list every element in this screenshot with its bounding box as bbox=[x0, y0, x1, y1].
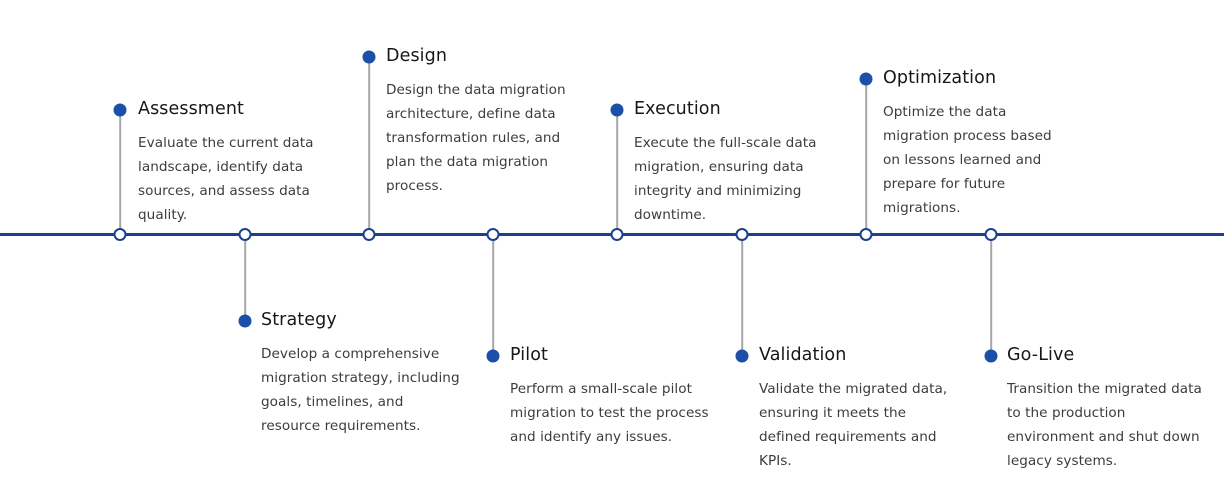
item-title-pilot: Pilot bbox=[510, 345, 548, 365]
stem-optimization bbox=[865, 79, 867, 234]
timeline-item-assessment: Assessment Evaluate the current data lan… bbox=[138, 99, 333, 227]
axis-marker-execution[interactable] bbox=[610, 228, 624, 241]
item-description-validation: Validate the migrated data, ensuring it … bbox=[759, 381, 948, 469]
item-dot-optimization[interactable] bbox=[859, 72, 873, 86]
item-title-assessment: Assessment bbox=[138, 99, 244, 119]
item-description-go-live: Transition the migrated data to the prod… bbox=[1007, 381, 1202, 469]
item-title-validation: Validation bbox=[759, 345, 847, 365]
item-description-execution: Execute the full-scale data migration, e… bbox=[634, 135, 817, 223]
stem-strategy bbox=[244, 236, 246, 321]
timeline-item-execution: Execution Execute the full-scale data mi… bbox=[634, 99, 834, 227]
stem-assessment bbox=[119, 110, 121, 234]
stem-design bbox=[368, 57, 370, 234]
item-description-pilot: Perform a small-scale pilot migration to… bbox=[510, 381, 709, 445]
item-dot-design[interactable] bbox=[362, 50, 376, 64]
timeline-item-optimization: Optimization Optimize the data migration… bbox=[883, 68, 1073, 220]
item-title-execution: Execution bbox=[634, 99, 721, 119]
stem-validation bbox=[741, 236, 743, 356]
stem-go-live bbox=[990, 236, 992, 356]
item-dot-assessment[interactable] bbox=[113, 103, 127, 117]
axis-marker-optimization[interactable] bbox=[859, 228, 873, 241]
item-description-optimization: Optimize the data migration process base… bbox=[883, 104, 1052, 216]
item-dot-strategy[interactable] bbox=[238, 314, 252, 328]
axis-marker-design[interactable] bbox=[362, 228, 376, 241]
item-description-assessment: Evaluate the current data landscape, ide… bbox=[138, 135, 314, 223]
item-title-optimization: Optimization bbox=[883, 68, 997, 88]
timeline-item-go-live: Go-Live Transition the migrated data to … bbox=[1007, 345, 1202, 473]
axis-marker-pilot[interactable] bbox=[486, 228, 500, 241]
item-dot-validation[interactable] bbox=[735, 349, 749, 363]
axis-marker-assessment[interactable] bbox=[113, 228, 127, 241]
timeline-item-pilot: Pilot Perform a small-scale pilot migrat… bbox=[510, 345, 710, 449]
item-description-strategy: Develop a comprehensive migration strate… bbox=[261, 346, 460, 434]
timeline-item-validation: Validation Validate the migrated data, e… bbox=[759, 345, 949, 473]
axis-marker-strategy[interactable] bbox=[238, 228, 252, 241]
item-description-design: Design the data migration architecture, … bbox=[386, 82, 566, 194]
stem-execution bbox=[616, 110, 618, 234]
item-title-go-live: Go-Live bbox=[1007, 345, 1075, 365]
stem-pilot bbox=[492, 236, 494, 356]
item-title-design: Design bbox=[386, 46, 448, 66]
item-dot-pilot[interactable] bbox=[486, 349, 500, 363]
item-dot-go-live[interactable] bbox=[984, 349, 998, 363]
timeline-item-design: Design Design the data migration archite… bbox=[386, 46, 566, 198]
timeline-item-strategy: Strategy Develop a comprehensive migrati… bbox=[261, 310, 461, 438]
axis-marker-validation[interactable] bbox=[735, 228, 749, 241]
axis-marker-go-live[interactable] bbox=[984, 228, 998, 241]
item-dot-execution[interactable] bbox=[610, 103, 624, 117]
item-title-strategy: Strategy bbox=[261, 310, 337, 330]
